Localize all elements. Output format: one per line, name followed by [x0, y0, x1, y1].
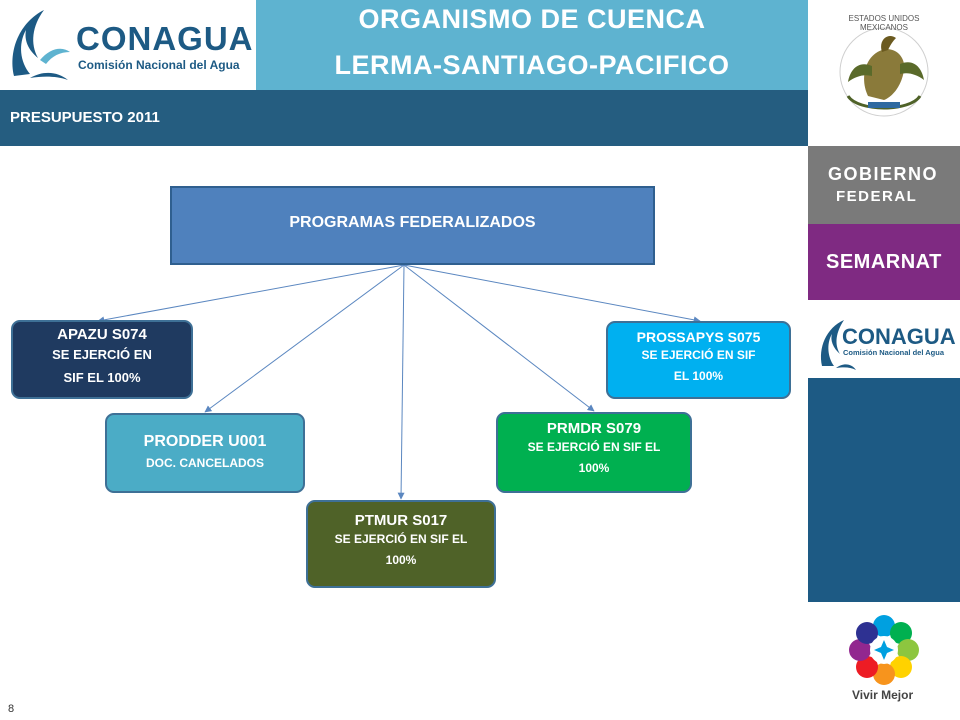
page-subtitle: PRESUPUESTO 2011 [10, 109, 160, 126]
node-prmdr-title: PRMDR S079 [546, 420, 642, 437]
gobierno-federal-badge: GOBIERNO FEDERAL [808, 146, 960, 224]
diagram-connectors [97, 264, 701, 500]
node-prmdr-line1: SE EJERCIÓ EN SIF EL [527, 440, 661, 454]
mexico-seal: ESTADOS UNIDOS MEXICANOS [808, 0, 960, 146]
node-apazu: APAZU S074 SE EJERCIÓ EN SIF EL 100% [11, 320, 193, 399]
sidebar-logo-tagline: Comisión Nacional del Agua [843, 348, 944, 357]
federal-label: FEDERAL [836, 188, 918, 205]
subtitle-band: PRESUPUESTO 2011 [0, 90, 808, 146]
connector-prossapys [403, 264, 701, 324]
connector-apazu [97, 264, 405, 324]
node-prossapys-title: PROSSAPYS S075 [636, 329, 761, 345]
conagua-logo-tagline: Comisión Nacional del Agua [78, 58, 240, 72]
connector-ptmur [397, 264, 405, 500]
page-title-line2: LERMA-SANTIAGO-PACIFICO [334, 50, 730, 80]
node-prodder-title: PRODDER U001 [143, 433, 267, 450]
semarnat-badge: SEMARNAT [808, 224, 960, 300]
node-prodder: PRODDER U001 DOC. CANCELADOS [105, 413, 305, 493]
seal-text: ESTADOS UNIDOS MEXICANOS [848, 14, 920, 32]
node-ptmur: PTMUR S017 SE EJERCIÓ EN SIF EL 100% [306, 500, 496, 588]
vivir-mejor-label: Vivir Mejor [852, 688, 914, 702]
root-node-label: PROGRAMAS FEDERALIZADOS [289, 214, 536, 231]
eagle-seal-icon [839, 27, 929, 117]
semarnat-label: SEMARNAT [826, 251, 942, 273]
node-prossapys-line2: EL 100% [673, 369, 724, 383]
node-ptmur-title: PTMUR S017 [354, 512, 448, 529]
sidebar-logo-name: CONAGUA [842, 324, 956, 349]
vivir-mejor-flower-icon [849, 615, 919, 685]
title-band: ORGANISMO DE CUENCA LERMA-SANTIAGO-PACIF… [256, 0, 808, 90]
connector-prodder [204, 264, 405, 413]
sidebar-blue-panel [808, 378, 960, 602]
node-apazu-line1: SE EJERCIÓ EN [52, 347, 152, 362]
conagua-logo-name: CONAGUA [76, 20, 254, 57]
sidebar-conagua-logo: CONAGUA Comisión Nacional del Agua [808, 300, 960, 378]
node-prossapys: PROSSAPYS S075 SE EJERCIÓ EN SIF EL 100% [606, 321, 791, 399]
node-ptmur-line2: 100% [385, 553, 417, 567]
root-node-programas-federalizados: PROGRAMAS FEDERALIZADOS [170, 186, 655, 265]
gobierno-label: GOBIERNO [828, 164, 939, 184]
page-title-line1: ORGANISMO DE CUENCA [358, 4, 706, 34]
conagua-wave-icon [12, 10, 70, 80]
node-ptmur-line1: SE EJERCIÓ EN SIF EL [334, 532, 468, 546]
connector-prmdr [403, 264, 595, 412]
node-prmdr-line2: 100% [578, 461, 610, 475]
node-prodder-line1: DOC. CANCELADOS [145, 456, 264, 470]
page-number: 8 [8, 703, 15, 715]
node-apazu-line2: SIF EL 100% [63, 370, 141, 385]
node-apazu-title: APAZU S074 [57, 326, 147, 343]
conagua-logo: CONAGUA Comisión Nacional del Agua [0, 0, 256, 90]
conagua-wave-icon [820, 320, 856, 370]
node-prossapys-line1: SE EJERCIÓ EN SIF [641, 348, 756, 362]
vivir-mejor-logo: Vivir Mejor [808, 602, 960, 720]
node-prmdr: PRMDR S079 SE EJERCIÓ EN SIF EL 100% [496, 412, 692, 493]
